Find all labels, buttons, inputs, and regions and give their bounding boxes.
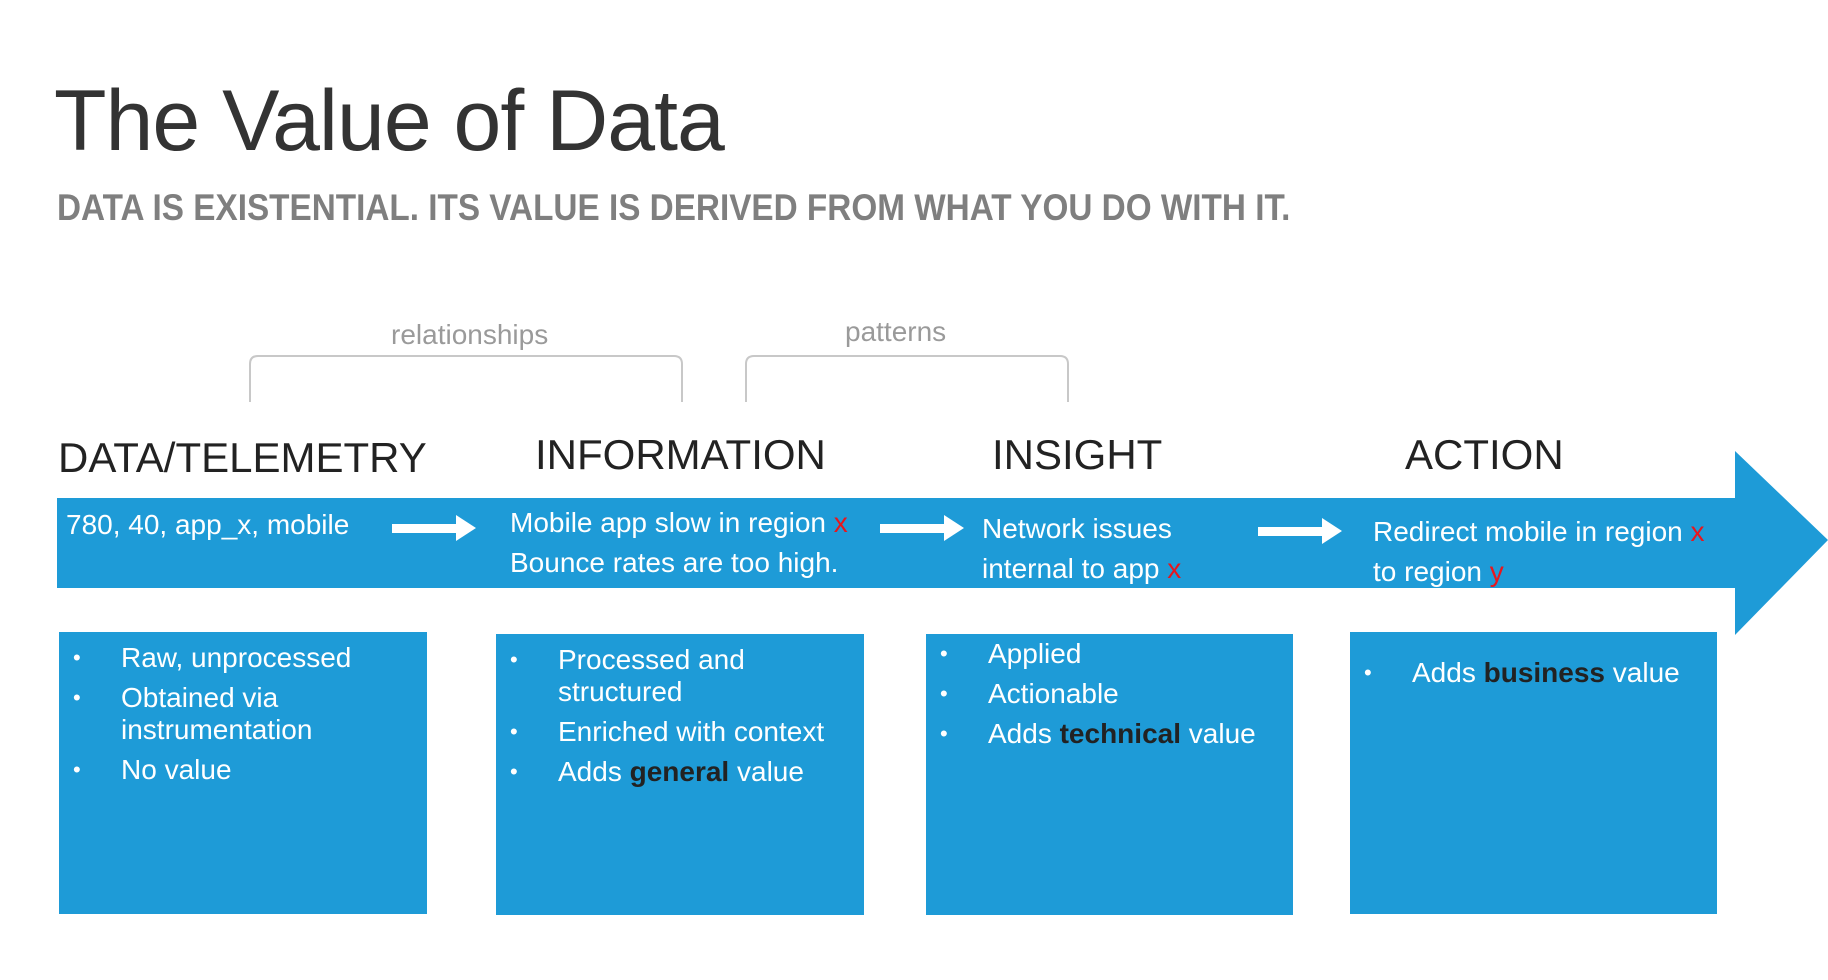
band-data-text: 780, 40, app_x, mobile: [66, 505, 349, 545]
bullet-item: •No value: [73, 754, 232, 785]
insight-line-2: internal to app x: [982, 553, 1182, 584]
bullet-item: •Enriched with context: [510, 716, 825, 747]
data-example: 780, 40, app_x, mobile: [66, 509, 350, 540]
stage-insight: INSIGHT: [992, 431, 1163, 478]
action-box: •Adds business value: [1350, 632, 1717, 914]
app-x-marker: x: [1167, 553, 1182, 584]
relationships-label: relationships: [391, 319, 549, 350]
relationships-bracket: [249, 355, 683, 402]
bullet-item: •Adds technical value: [940, 718, 1256, 749]
patterns-bracket: [745, 355, 1069, 402]
information-line-2: Bounce rates are too high.: [510, 547, 839, 578]
information-line-1: Mobile app slow in region x: [510, 507, 848, 538]
small-arrow-1: [392, 515, 476, 541]
band-information-text: Mobile app slow in region x Bounce rates…: [510, 503, 848, 583]
slide-title: The Value of Data: [54, 73, 725, 169]
bullet-item: •Adds business value: [1364, 657, 1680, 688]
region-x-marker: x: [833, 507, 848, 538]
slide-subtitle: DATA IS EXISTENTIAL. ITS VALUE IS DERIVE…: [57, 187, 1291, 228]
band-action-text: Redirect mobile in region x to region y: [1373, 512, 1705, 592]
region-x-marker: x: [1690, 516, 1705, 547]
small-arrow-3: [1258, 518, 1342, 544]
stage-information: INFORMATION: [535, 431, 826, 478]
patterns-label: patterns: [845, 316, 947, 347]
bullet-item: •Adds general value: [510, 756, 804, 787]
insight-box: •Applied •Actionable •Adds technical val…: [926, 634, 1293, 915]
flow-band-arrow: [57, 451, 1828, 635]
action-line-1: Redirect mobile in region x: [1373, 516, 1705, 547]
bullet-item: •Actionable: [940, 678, 1119, 709]
action-line-2: to region y: [1373, 556, 1504, 587]
bullet-item: •Raw, unprocessed: [73, 642, 352, 673]
small-arrow-2: [880, 515, 964, 541]
bullet-item: •Applied: [940, 638, 1082, 669]
band-insight-text: Network issues internal to app x: [982, 509, 1181, 589]
region-y-marker: y: [1489, 556, 1504, 587]
stage-data-telemetry: DATA/TELEMETRY: [58, 434, 427, 481]
insight-line-1: Network issues: [982, 513, 1172, 544]
stage-action: ACTION: [1405, 431, 1564, 478]
